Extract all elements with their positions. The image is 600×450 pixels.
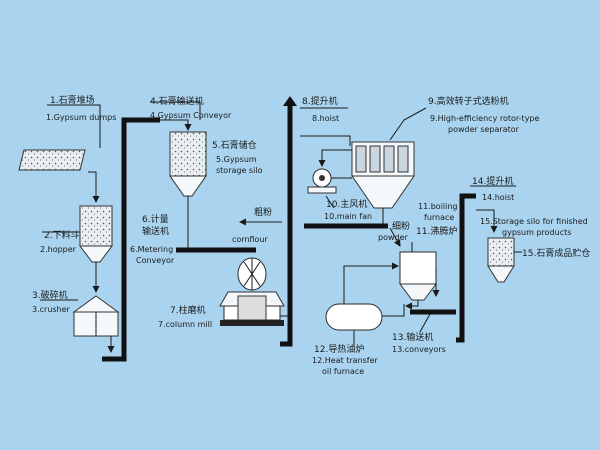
oil-furnace-tank [325, 303, 383, 331]
heat-transfer-oil-furnace [325, 262, 405, 346]
leader-line-10 [325, 195, 335, 209]
label-fine-cn: 细粉 [392, 220, 410, 232]
crusher [40, 295, 120, 353]
leader-line-1 [47, 104, 101, 148]
leader-line-4 [150, 101, 201, 120]
leader-line-9 [389, 107, 427, 141]
label-column-mill-cn: 7.柱磨机 [170, 304, 206, 316]
arrow-conveyor-to-silo [160, 119, 192, 131]
arrow-fine-to-furnace [389, 227, 401, 247]
label-oil-furnace-en-1: 12.Heat transfer [312, 356, 379, 365]
label-gypsum-dumps-en: 1.Gypsum dumps [46, 113, 116, 122]
label-finished-silo-en-2: gypsum products [502, 228, 571, 237]
label-fine-en: powder [378, 233, 409, 242]
label-gypsum-dumps-cn: 1.石膏堆场 [50, 94, 95, 106]
gypsum-dump-pile [18, 149, 86, 171]
duct-hoist-to-separator [300, 135, 351, 146]
label-hoist-14-cn: 14.提升机 [472, 175, 513, 187]
hopper-body [79, 205, 113, 247]
label-hopper-en: 2.hopper [40, 245, 77, 254]
crusher-top [72, 295, 120, 313]
label-finished-silo-en-1: 15.Storage silo for finished [480, 217, 588, 226]
label-metering-en-2: Conveyor [136, 256, 175, 265]
label-silo-en-1: 5.Gypsum [216, 155, 257, 164]
label-separator-cn: 9.高效转子式选粉机 [428, 95, 509, 107]
separator-cyclone-2 [369, 145, 381, 173]
label-hoist-8-cn: 8.提升机 [302, 95, 338, 107]
label-column-mill-en: 7.column mill [158, 320, 212, 329]
separator-cyclone-1 [355, 145, 367, 173]
fan-hub [319, 175, 325, 181]
label-gypsum-conveyor-en: 4.Gypsum Conveyor [150, 111, 232, 120]
label-oil-furnace-en-2: oil furnace [322, 367, 364, 376]
gypsum-conveyor-belt [102, 117, 160, 362]
label-metering-cn-1: 6.计量 [142, 213, 169, 225]
label-furnace-en-1: 11.boiling [418, 202, 458, 211]
oil-supply-line [343, 262, 399, 304]
powder-separator [300, 107, 427, 224]
separator-cyclone-4 [397, 145, 409, 173]
hoist-8-column [280, 102, 293, 347]
separator-cone [351, 175, 415, 209]
label-furnace-cn: 11.沸腾炉 [416, 225, 457, 237]
silo-cone [169, 175, 207, 197]
finished-silo-body [487, 237, 515, 267]
label-coarse-en: cornflour [232, 235, 269, 244]
label-metering-en-1: 6.Metering [130, 245, 173, 254]
oil-return-line [382, 304, 405, 317]
furnace-cone [399, 283, 437, 301]
label-conveyors-en: 13.conveyors [392, 345, 446, 354]
label-coarse-cn: 粗粉 [254, 206, 272, 218]
column-mill [219, 257, 290, 326]
label-gypsum-conveyor-cn: 4.石膏输送机 [150, 95, 204, 107]
mill-base [220, 320, 284, 326]
label-main-fan-cn: 10.主风机 [326, 198, 367, 210]
fan-base [307, 186, 337, 194]
arrow-dump-to-hopper [88, 171, 100, 203]
mill-detail-2 [243, 261, 261, 287]
label-silo-en-2: storage silo [216, 166, 263, 175]
label-separator-en-1: 9.High-efficiency rotor-type [430, 114, 540, 123]
label-main-fan-en: 10.main fan [324, 212, 372, 221]
furnace-body [399, 251, 437, 285]
arrow-to-finished-silo [476, 209, 498, 233]
gypsum-storage-silo [160, 119, 207, 248]
hopper [42, 205, 113, 293]
label-hoist-8-en: 8.hoist [312, 114, 339, 123]
main-fan [307, 149, 352, 209]
label-silo-cn: 5.石膏储仓 [212, 139, 257, 151]
label-finished-silo-cn: 15.石膏成品贮仓 [522, 247, 590, 259]
air-duct-to-fan [318, 149, 352, 167]
gypsum-dumps [18, 104, 101, 203]
label-separator-en-2: powder separator [448, 125, 520, 134]
boiling-furnace [399, 242, 440, 310]
hopper-cone [79, 245, 113, 263]
label-hoist-14-en: 14.hoist [482, 193, 514, 202]
hoist-8-top [283, 96, 297, 106]
label-conveyors-cn: 13.输送机 [392, 331, 433, 343]
separator-cyclone-3 [383, 145, 395, 173]
hoist-14-column [456, 193, 476, 343]
finished-silo-cone [487, 265, 515, 283]
label-crusher-en: 3.crusher [32, 305, 71, 314]
finished-product-silo [476, 209, 522, 283]
label-hopper-cn: 2.下料斗 [44, 229, 80, 241]
mill-core [237, 295, 267, 321]
label-metering-cn-2: 输送机 [142, 225, 169, 237]
furnace-feed-line [405, 300, 419, 310]
label-oil-furnace-cn: 12.导热油炉 [314, 343, 364, 355]
label-furnace-en-2: furnace [424, 213, 454, 222]
silo-body [169, 131, 207, 177]
leader-line-13 [419, 313, 431, 333]
label-crusher-cn: 3.破碎机 [32, 289, 68, 301]
